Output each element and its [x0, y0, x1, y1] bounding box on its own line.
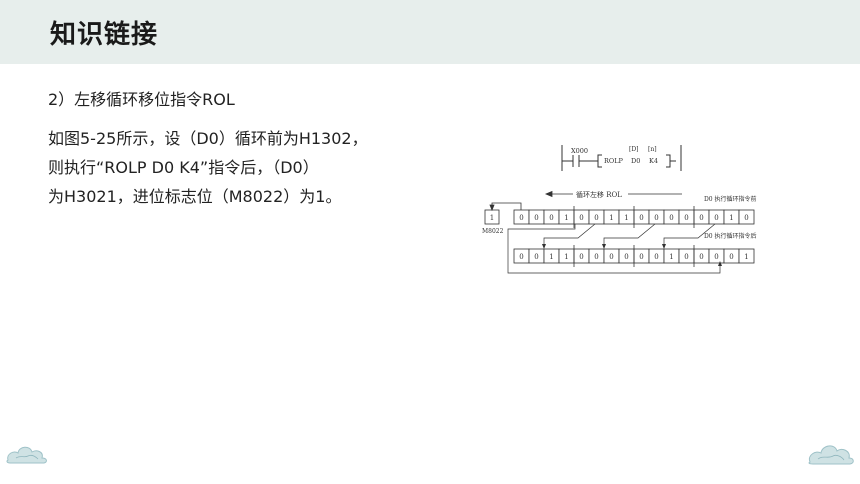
operand-d-header: [D] [629, 146, 639, 153]
cloud-decoration-right [806, 438, 856, 472]
before-bit-value: 0 [699, 214, 703, 222]
before-bit-value: 0 [594, 214, 598, 222]
before-bit-value: 0 [519, 214, 523, 222]
after-label: D0 执行循环指令后 [704, 232, 757, 240]
group-shift-arrowheads [542, 244, 722, 266]
before-bit-value: 0 [534, 214, 538, 222]
page-title: 知识链接 [50, 20, 159, 50]
operand-n-header: [n] [648, 146, 657, 153]
after-bit-value: 0 [594, 253, 598, 261]
before-label: D0 执行循环指令前 [704, 195, 757, 203]
ladder-rung [561, 145, 682, 171]
before-bit-value: 0 [639, 214, 643, 222]
group-shift-arrows [507, 223, 721, 274]
shift-arrow [544, 190, 682, 198]
before-bit-value: 1 [624, 214, 628, 222]
after-bit-value: 0 [699, 253, 703, 261]
rol-diagram-svg: X000 ROLP [D] [n] D0 K4 循环左移 ROL D0 执行循环… [482, 145, 757, 274]
after-bit-value: 1 [549, 253, 553, 261]
after-bit-value: 0 [654, 253, 658, 261]
section-subtitle: 2）左移循环移位指令ROL [48, 90, 235, 109]
after-bit-value: 0 [519, 253, 523, 261]
header-bar: 知识链接 [0, 0, 860, 64]
description-line-3: 为H3021，进位标志位（M8022）为1。 [48, 187, 342, 206]
before-bit-value: 1 [729, 214, 733, 222]
after-bit-value: 1 [564, 253, 568, 261]
description-line-1: 如图5-25所示，设（D0）循环前为H1302， [48, 129, 368, 148]
description-line-2: 则执行“ROLP D0 K4”指令后，（D0） [48, 158, 319, 177]
cloud-decoration-left [4, 440, 50, 470]
before-bit-value: 0 [669, 214, 673, 222]
after-bit-value: 0 [714, 253, 718, 261]
register-before: 0 0 0 1 0 0 1 1 0 0 0 0 0 0 1 0 [513, 206, 755, 228]
carry-value: 1 [490, 214, 494, 222]
after-bit-value: 0 [624, 253, 628, 261]
before-bit-value: 0 [549, 214, 553, 222]
before-bit-value: 0 [744, 214, 748, 222]
before-bit-value: 0 [714, 214, 718, 222]
before-bit-value: 1 [564, 214, 568, 222]
after-bit-cell [738, 248, 755, 264]
after-bit-value: 0 [684, 253, 688, 261]
before-bit-cell [738, 209, 755, 225]
after-bit-value: 1 [669, 253, 673, 261]
rol-diagram: X000 ROLP [D] [n] D0 K4 循环左移 ROL D0 执行循环… [480, 143, 770, 287]
after-bit-value: 0 [534, 253, 538, 261]
before-bit-value: 1 [609, 214, 613, 222]
register-after: 0 0 1 1 0 0 0 0 0 0 1 0 0 0 0 1 [513, 245, 755, 267]
before-bit-value: 0 [654, 214, 658, 222]
carry-flag-label: M8022 [482, 228, 504, 235]
operand-n-value: K4 [649, 157, 658, 165]
cloud-icon [808, 445, 854, 465]
description-paragraph: 如图5-25所示，设（D0）循环前为H1302， 则执行“ROLP D0 K4”… [48, 124, 418, 211]
contact-label: X000 [571, 147, 588, 155]
cloud-icon [6, 446, 47, 464]
after-bit-value: 1 [744, 253, 748, 261]
shift-label: 循环左移 ROL [576, 190, 622, 199]
before-bit-value: 0 [684, 214, 688, 222]
after-bit-value: 0 [729, 253, 733, 261]
carry-arrow [489, 202, 522, 212]
before-bit-value: 0 [579, 214, 583, 222]
operand-d-value: D0 [631, 157, 640, 165]
instruction-label: ROLP [604, 157, 624, 165]
after-bit-value: 0 [609, 253, 613, 261]
after-bit-value: 0 [579, 253, 583, 261]
after-bit-value: 0 [639, 253, 643, 261]
